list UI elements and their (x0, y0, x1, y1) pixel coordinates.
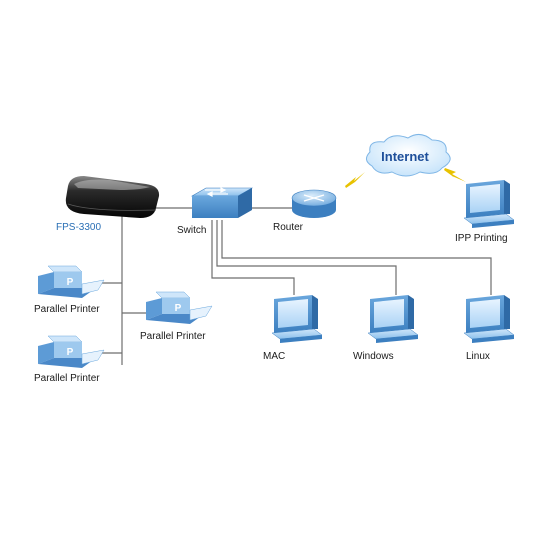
parallel-printer-middle-icon[interactable]: P (146, 291, 213, 324)
print-server-label: FPS-3300 (56, 222, 102, 233)
windows-label: Windows (353, 351, 394, 362)
mac-computer-icon[interactable] (271, 295, 323, 343)
ipp-printing-label: IPP Printing (455, 233, 508, 244)
switch-label: Switch (177, 225, 207, 236)
internet-label: Internet (381, 149, 429, 164)
cable-switch-windows (216, 220, 397, 295)
printer-glyph: P (67, 347, 74, 358)
switch-icon[interactable] (190, 187, 254, 218)
mac-label: MAC (263, 351, 286, 362)
internet-cloud[interactable]: Internet (366, 134, 451, 177)
windows-computer-icon[interactable] (367, 295, 419, 343)
printer-glyph: P (175, 303, 182, 314)
cable-switch-linux (221, 220, 492, 295)
printer-glyph: P (67, 277, 74, 288)
print-server-icon[interactable] (65, 176, 160, 218)
router-label: Router (273, 222, 304, 233)
lightning-router-internet (345, 172, 365, 188)
internet-links (345, 168, 466, 188)
ipp-printing-computer-icon[interactable] (463, 180, 515, 228)
parallel-printer-top-label: Parallel Printer (34, 304, 100, 315)
cable-switch-mac (211, 220, 295, 295)
parallel-printer-bottom-label: Parallel Printer (34, 373, 100, 384)
linux-computer-icon[interactable] (463, 295, 515, 343)
router-icon[interactable] (291, 189, 337, 218)
linux-label: Linux (466, 351, 490, 362)
lightning-internet-ipp (444, 168, 466, 182)
parallel-printer-bottom-icon[interactable]: P (38, 335, 105, 368)
parallel-printer-top-icon[interactable]: P (38, 265, 105, 298)
parallel-printer-middle-label: Parallel Printer (140, 331, 206, 342)
